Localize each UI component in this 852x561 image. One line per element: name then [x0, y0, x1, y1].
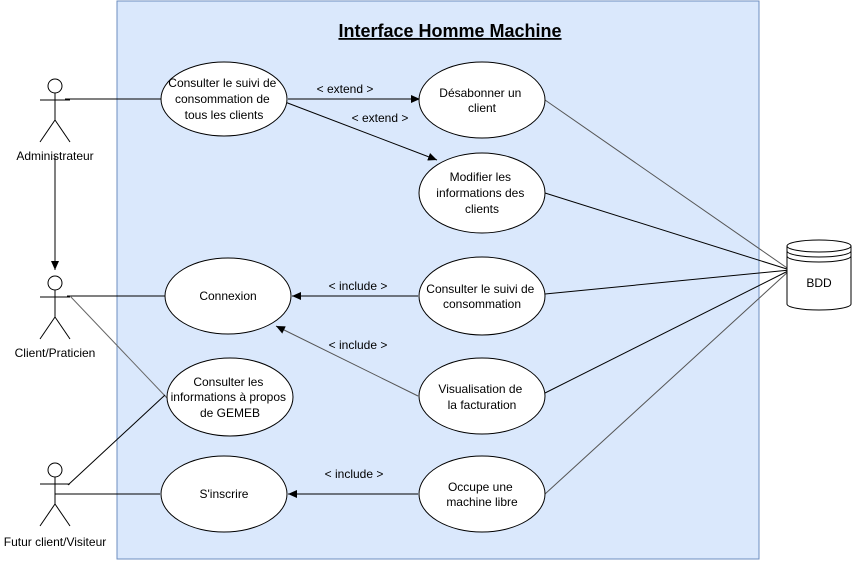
include-label-2: < include >: [329, 338, 388, 352]
usecase-inscrire-label: S'inscrire: [200, 487, 249, 501]
extend-label-2: < extend >: [352, 111, 409, 125]
actor-admin-label: Administrateur: [16, 149, 93, 163]
include-label-1: < include >: [329, 279, 388, 293]
usecase-modifier[interactable]: [418, 152, 546, 234]
actor-client-label: Client/Praticien: [15, 346, 96, 360]
usecase-infos-gemeb[interactable]: [166, 357, 294, 437]
actor-visitor-label: Futur client/Visiteur: [4, 535, 107, 549]
actor-visitor-icon[interactable]: [39, 462, 71, 527]
db-connectors: [544, 99, 791, 495]
actor-links: [51, 98, 168, 495]
usecase-desabonner[interactable]: [418, 61, 546, 139]
usecase-suivi-conso-label: Consulter le suivi de consommation: [426, 282, 537, 311]
usecase-connexion[interactable]: [164, 257, 292, 335]
usecase-machine-libre[interactable]: [418, 455, 546, 533]
include-label-3: < include >: [325, 467, 384, 481]
usecase-suivi-conso[interactable]: [418, 256, 546, 336]
usecase-facturation[interactable]: [418, 357, 546, 435]
usecase-facturation-label: Visualisation de la facturation: [438, 382, 525, 412]
usecase-suivi-tous[interactable]: [160, 61, 288, 137]
extend-label-1: < extend >: [317, 82, 374, 96]
usecase-machine-libre-label: Occupe une machine libre: [446, 480, 518, 509]
usecase-inscrire[interactable]: [160, 455, 288, 533]
relation-arrows: [275, 95, 438, 498]
usecase-modifier-label: Modifier les informations des clients: [436, 170, 527, 216]
database-label: BDD: [806, 276, 832, 290]
usecase-desabonner-label: Désabonner un client: [439, 86, 524, 115]
actor-admin-icon[interactable]: [39, 78, 71, 143]
usecase-infos-gemeb-label: Consulter les informations à propos de G…: [171, 375, 290, 420]
usecase-suivi-tous-label: Consulter le suivi de consommation de to…: [168, 76, 279, 122]
actor-client-icon[interactable]: [39, 275, 71, 340]
system-title: Interface Homme Machine: [338, 21, 561, 41]
usecase-connexion-label: Connexion: [199, 289, 256, 303]
database-icon[interactable]: [786, 239, 852, 311]
